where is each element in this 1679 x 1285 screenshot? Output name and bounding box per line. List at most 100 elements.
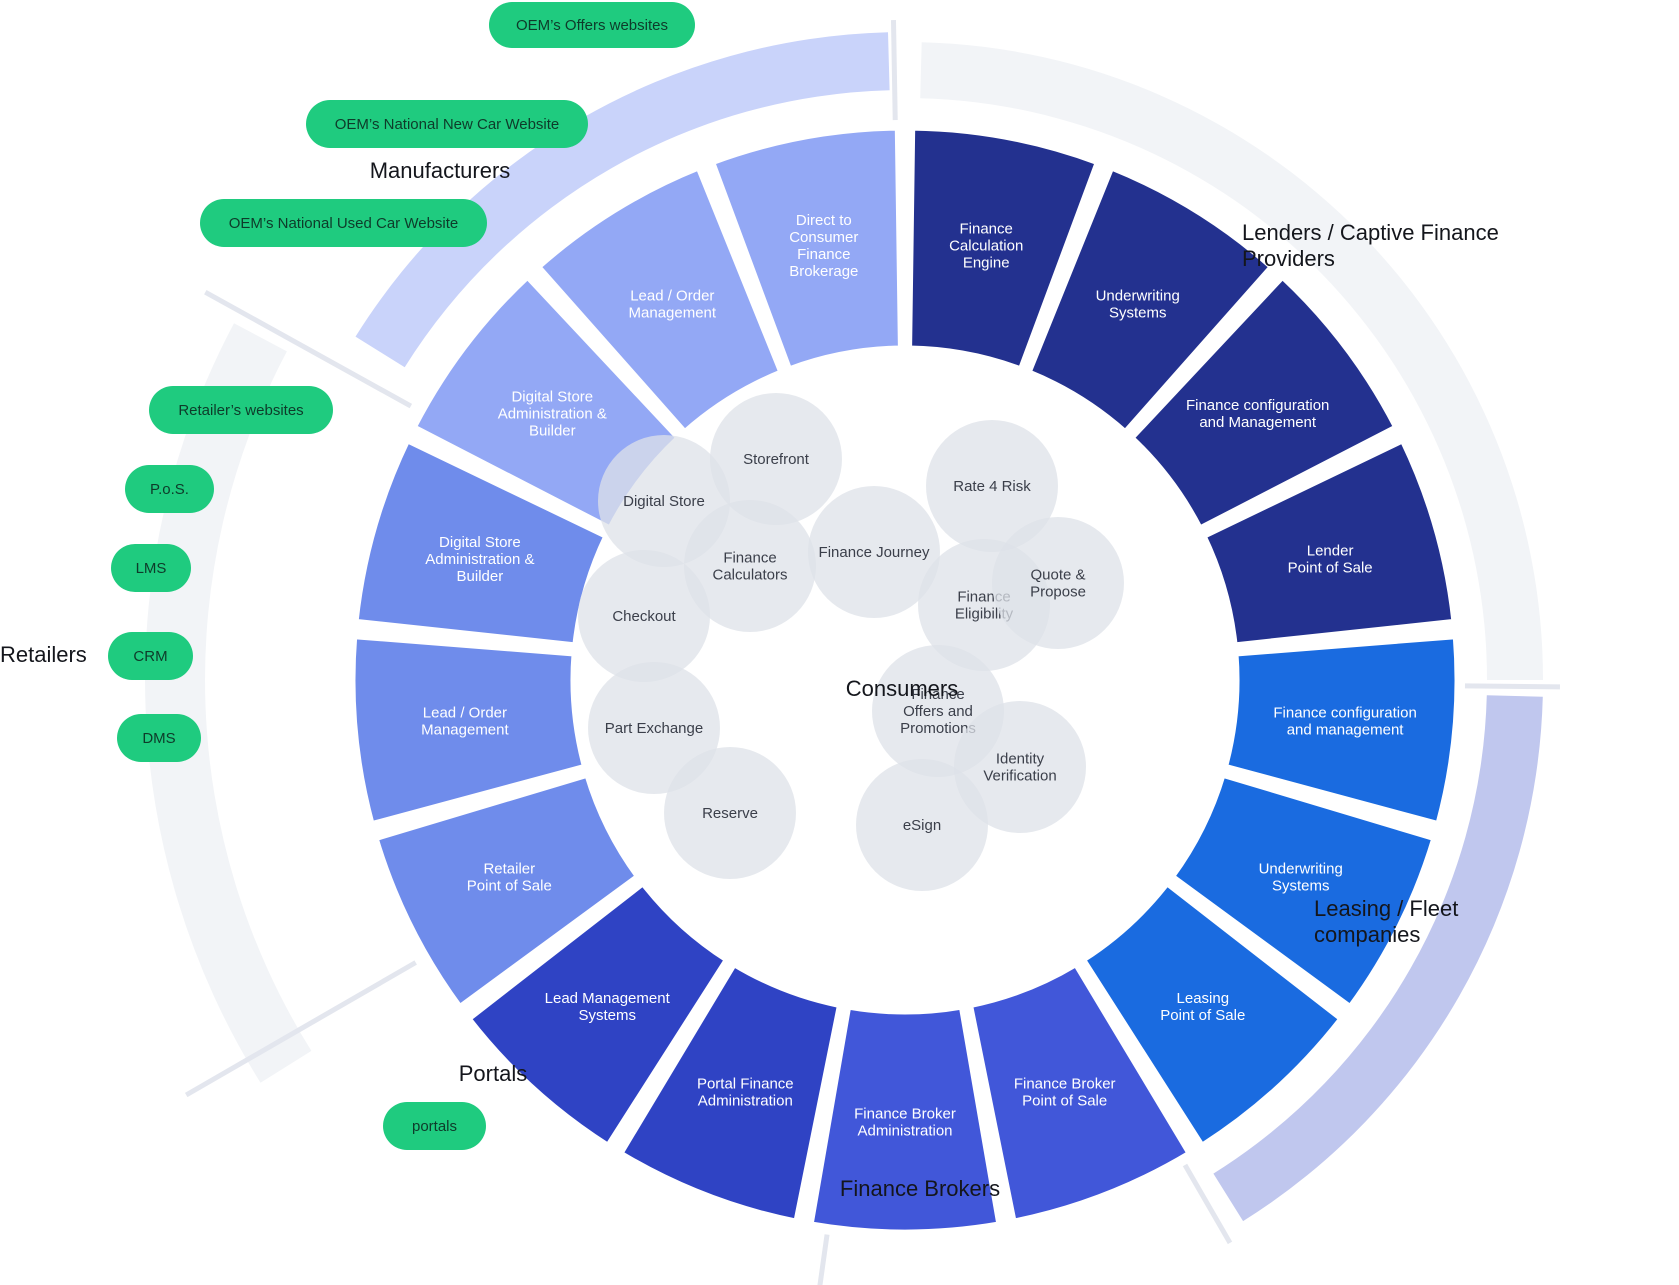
tag-pill[interactable]: OEM’s National New Car Website — [306, 100, 588, 148]
bubble-label-line: Rate 4 Risk — [953, 478, 1031, 495]
bubble[interactable]: eSign — [856, 759, 988, 891]
segment-label-line: Administration & — [425, 551, 534, 568]
bubble[interactable]: Rate 4 Risk — [926, 420, 1058, 552]
tag-pill[interactable]: OEM’s National Used Car Website — [200, 199, 487, 247]
bubble-label-line: Finance — [911, 686, 964, 703]
bubble-label-line: Propose — [1030, 584, 1086, 601]
bubble-label: Rate 4 Risk — [953, 478, 1031, 495]
segment-label-line: Point of Sale — [1022, 1093, 1107, 1110]
bubble-label-line: Offers and — [903, 703, 973, 720]
segment-label-line: Finance — [960, 221, 1013, 238]
band-retailers — [145, 323, 312, 1083]
segment-shape — [710, 125, 903, 372]
segment-label-line: Administration & — [498, 406, 607, 423]
bubble[interactable]: Finance Journey — [808, 486, 940, 618]
band-divider — [204, 289, 413, 409]
group-label-line: Portals — [459, 1061, 527, 1086]
pill-shape — [200, 199, 487, 247]
bubble[interactable]: Storefront — [710, 393, 842, 525]
pill-shape — [125, 465, 214, 513]
bubble-circle — [954, 701, 1086, 833]
segment-shape — [466, 881, 729, 1148]
segment-shape — [1170, 772, 1437, 1009]
band-divider — [1182, 1163, 1233, 1245]
segment-label-line: Engine — [963, 255, 1010, 272]
band-lenders — [920, 42, 1543, 680]
tag-pill[interactable]: OEM’s Offers websites — [489, 2, 695, 48]
pill-label: CRM — [133, 648, 167, 665]
bubble-label-line: Quote & — [1030, 567, 1085, 584]
segment-label-line: Brokerage — [789, 263, 858, 280]
bubble-label: Digital Store — [623, 493, 705, 510]
bubble[interactable]: Quote &Propose — [992, 517, 1124, 649]
segment-label-line: Point of Sale — [467, 878, 552, 895]
tag-pill[interactable]: portals — [383, 1102, 486, 1150]
group-label-line: Leasing / Fleet — [1314, 896, 1458, 921]
pill-shape — [149, 386, 333, 434]
group-label-portals: Portals — [459, 1061, 527, 1086]
bubble-circle — [588, 662, 720, 794]
bubble-circle — [808, 486, 940, 618]
group-label-finance_brokers: Finance Brokers — [840, 1176, 1000, 1201]
bubble-label: Storefront — [743, 451, 810, 468]
tag-pill[interactable]: Retailer’s websites — [149, 386, 333, 434]
pill-label: Retailer’s websites — [178, 402, 303, 419]
segment-shape — [1129, 274, 1399, 531]
segment-label-line: Digital Store — [511, 389, 593, 406]
segment-label-line: and Management — [1199, 414, 1317, 431]
segment-label-line: Point of Sale — [1288, 560, 1373, 577]
bubble-circle — [710, 393, 842, 525]
group-label-retailers: Retailers — [0, 642, 87, 667]
segment-shape — [618, 962, 842, 1224]
pill-label: P.o.S. — [150, 481, 189, 498]
segment-shape — [536, 165, 784, 435]
pill-label: DMS — [142, 730, 175, 747]
tag-pill[interactable]: DMS — [117, 714, 201, 762]
bubble-label-line: Identity — [996, 751, 1045, 768]
segment-label-line: Direct to — [796, 212, 852, 229]
bubble[interactable]: Part Exchange — [588, 662, 720, 794]
pill-label: portals — [412, 1118, 457, 1135]
bubble[interactable]: Reserve — [664, 747, 796, 879]
segment-label-line: and management — [1287, 721, 1405, 738]
tag-pill[interactable]: LMS — [111, 544, 191, 592]
segment-label-line: Finance configuration — [1273, 704, 1416, 721]
segment-label-line: Systems — [1272, 878, 1330, 895]
center-label: Consumers — [846, 676, 958, 701]
tag-pill[interactable]: CRM — [108, 632, 193, 680]
segment-label-line: Management — [421, 721, 509, 738]
pill-shape — [383, 1102, 486, 1150]
tag-pill[interactable]: P.o.S. — [125, 465, 214, 513]
bubble[interactable]: Checkout — [578, 550, 710, 682]
segment-shape — [1223, 634, 1460, 827]
bubble-label: Reserve — [702, 805, 758, 822]
bubble-circle — [992, 517, 1124, 649]
pill-shape — [111, 544, 191, 592]
